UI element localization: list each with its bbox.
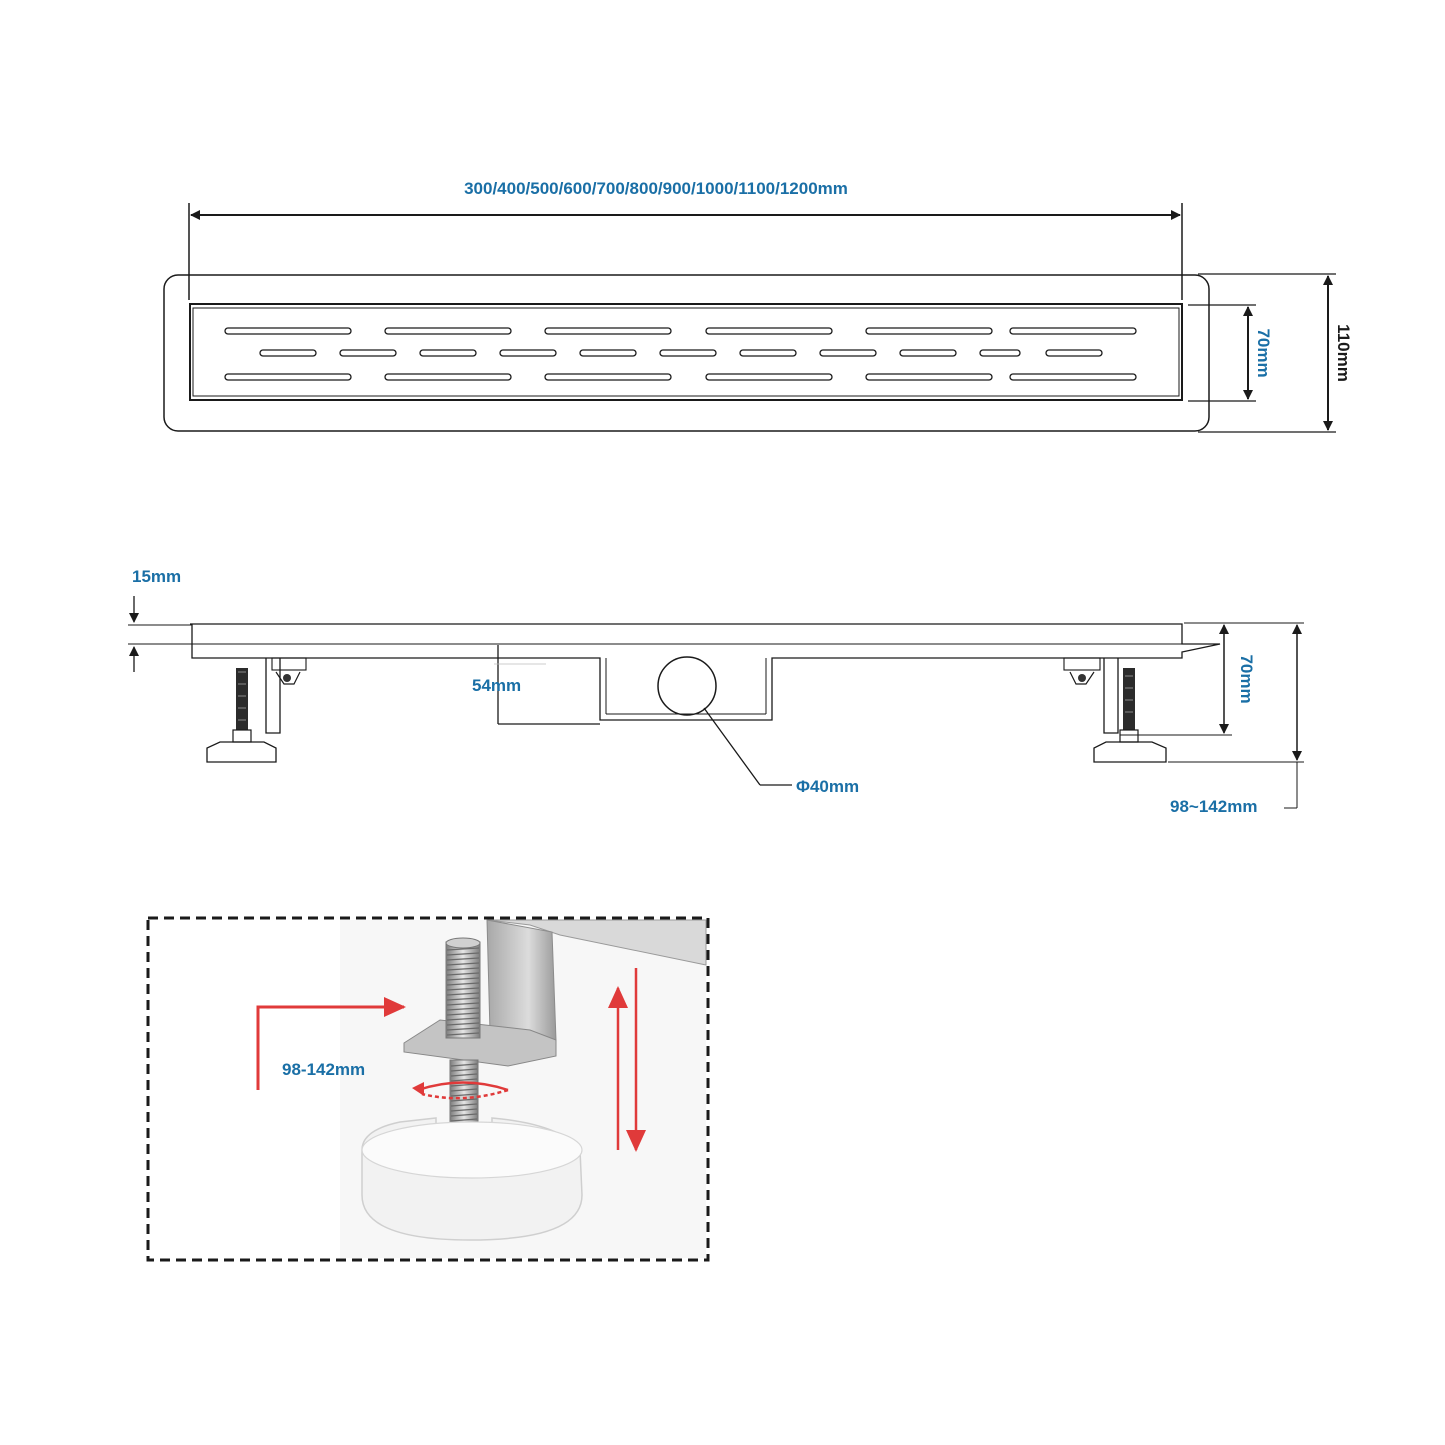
grate-slot: [979, 349, 1021, 357]
grate-slot: [865, 373, 993, 381]
leg-detail-box: [146, 916, 710, 1262]
flange-label: 15mm: [132, 567, 181, 586]
drain-channel-profile: [190, 623, 1221, 721]
grate-slot: [224, 373, 352, 381]
drain-outer-frame: [163, 274, 1210, 432]
grate-slot: [1009, 327, 1137, 335]
outlet-pipe: [657, 656, 717, 716]
grate-width-label: 70mm: [1254, 328, 1273, 377]
left-leg: [206, 657, 307, 763]
outlet-label: Φ40mm: [796, 777, 859, 796]
leg-bracket: [486, 919, 557, 1041]
drain-grate-inner: [192, 307, 1180, 397]
grate-slot: [544, 373, 672, 381]
grate-slot: [739, 349, 797, 357]
outlet-leader-line: [703, 707, 761, 786]
length-label: 300/400/500/600/700/800/900/1000/1100/12…: [464, 179, 848, 198]
top-view: [163, 203, 1336, 433]
grate-slot: [419, 349, 477, 357]
channel-depth-label: 54mm: [472, 676, 521, 695]
adjustable-height-label: 98~142mm: [1170, 797, 1257, 816]
grate-slot: [705, 327, 833, 335]
grate-slot: [544, 327, 672, 335]
grate-slot: [499, 349, 557, 357]
range-arrow-icon: [256, 997, 406, 1090]
grate-slot: [865, 327, 993, 335]
body-height-label: 70mm: [1237, 654, 1256, 703]
rotate-arrow-icon: [417, 1081, 509, 1092]
grate-slot: [384, 327, 512, 335]
total-width-label: 110mm: [1334, 324, 1353, 382]
leg-range-label: 98-142mm: [282, 1060, 365, 1079]
grate-slot: [579, 349, 637, 357]
grate-slot: [705, 373, 833, 381]
grate-slot: [819, 349, 877, 357]
drain-grate: [189, 303, 1183, 401]
grate-slot: [224, 327, 352, 335]
grate-slot: [1045, 349, 1103, 357]
side-view: [128, 596, 1304, 809]
right-leg: [1063, 657, 1167, 763]
grate-slot: [659, 349, 717, 357]
grate-slot: [384, 373, 512, 381]
grate-slot: [339, 349, 397, 357]
grate-slot: [899, 349, 957, 357]
grate-slot: [1009, 373, 1137, 381]
grate-slot: [259, 349, 317, 357]
grate-slots: [224, 327, 1137, 381]
